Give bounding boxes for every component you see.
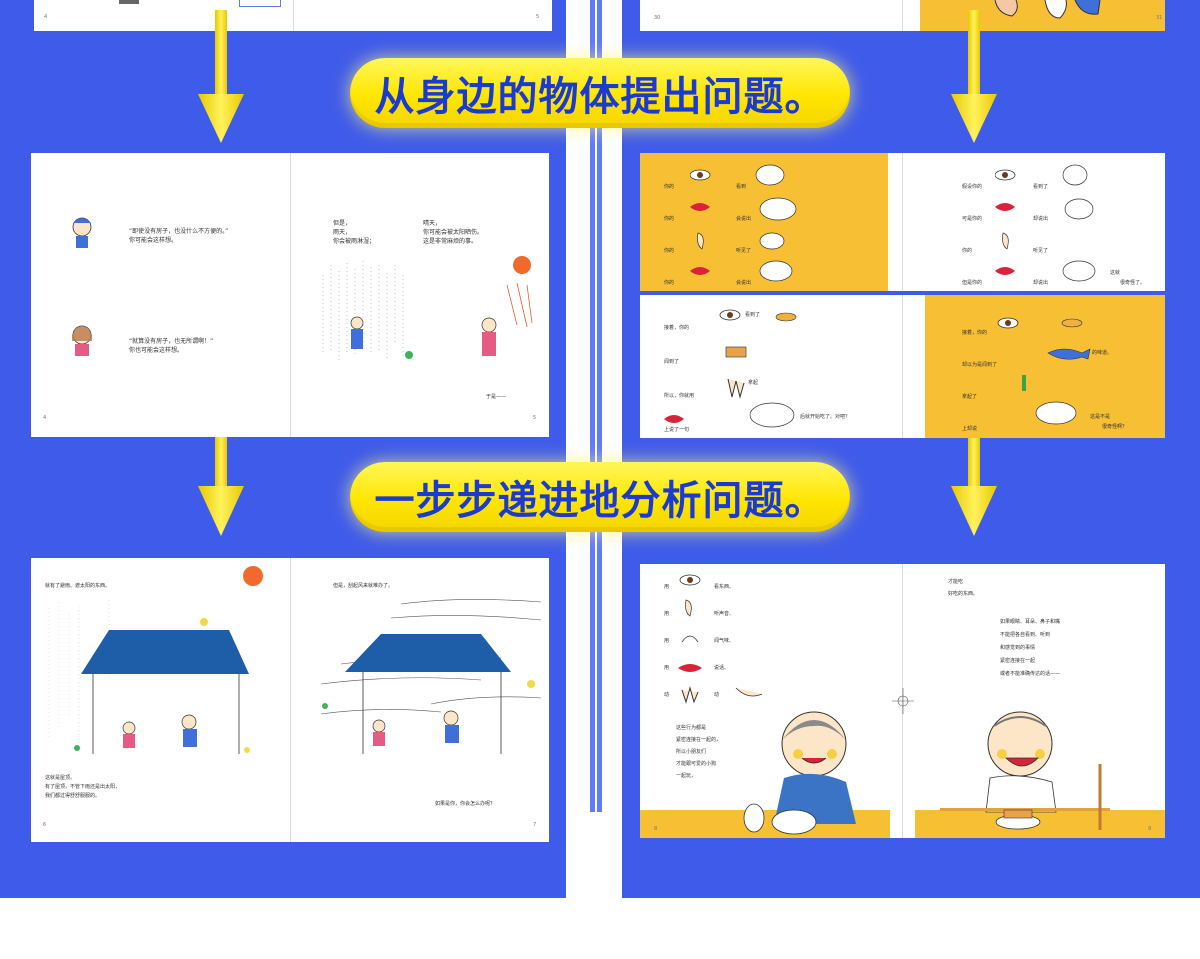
boy-illustration bbox=[72, 217, 92, 248]
girl-illustration bbox=[72, 325, 92, 356]
center-down-arrow bbox=[586, 0, 606, 845]
senses-icons-right bbox=[995, 164, 1096, 282]
book-spread-senses: 你的你的你的你的 看到会说出听见了会说出 假设你的可是你的你的但是你的 看到了却… bbox=[640, 153, 1165, 438]
page-number: 30 bbox=[654, 15, 661, 21]
roof-wind-illustration bbox=[320, 599, 542, 754]
roof-rain-illustration bbox=[48, 566, 263, 754]
down-arrow-right-1 bbox=[951, 10, 997, 143]
child-eating-illustration bbox=[940, 711, 1110, 830]
page-number: 6 bbox=[43, 822, 47, 828]
shelter-caption: 这就是屋顶。有了屋顶，不管下雨还是出太阳，我们都过得舒舒服服的。 bbox=[45, 775, 121, 799]
strange-q2: 很奇怪啊？ bbox=[1102, 424, 1128, 430]
book-spread-top-left: 4 5 bbox=[34, 0, 552, 31]
strange-q1: 这是不是 bbox=[1090, 414, 1111, 420]
book-spread-body: 用用用用动 看东西、听声音、闻气味、说话、动 这些行为都是紧密连接在一起的，所以… bbox=[640, 564, 1165, 838]
shelter-question: 如果是你，你会怎么办呢？ bbox=[435, 801, 496, 807]
body-parts-icons bbox=[678, 574, 763, 704]
senses-left-verbs: 看到会说出听见了会说出 bbox=[736, 184, 752, 286]
verb-eat: 后就开始吃了。对吧？ bbox=[800, 414, 851, 420]
book-spread-house: “即使没有房子，也没什么不方便的。”你可能会这样想。 “就算没有房子，也无所谓啊… bbox=[31, 153, 549, 437]
senses-right-verbs: 看到了却说出听见了却说出 bbox=[1033, 184, 1049, 286]
quote-2: “就算没有房子，也无所谓啊！”你也可能会这样想。 bbox=[129, 338, 214, 354]
verb-see: 看到了 bbox=[745, 312, 761, 318]
body-right-para: 如果眼睛、耳朵、鼻子和嘴不能把各自看到、听到和感觉到的事情紧密连接在一起或者不能… bbox=[1000, 619, 1061, 677]
rain-and-sun-illustration bbox=[322, 256, 533, 360]
eating-icons-right bbox=[997, 317, 1091, 425]
banner-middle: 一步步递进地分析问题。 bbox=[350, 462, 850, 532]
page-number: 5 bbox=[533, 415, 537, 421]
banner-top: 从身边的物体提出问题。 bbox=[350, 58, 850, 128]
page-number: 8 bbox=[654, 826, 658, 832]
footer-text: 于是—— bbox=[486, 394, 507, 400]
senses-bottom-left: 接着，你的闻到了所以，你就用上说了一句 bbox=[664, 325, 695, 433]
illustration-fragment bbox=[239, 0, 281, 7]
child-with-dog-illustration bbox=[743, 711, 856, 835]
page-number: 4 bbox=[43, 415, 47, 421]
feet-illustration bbox=[994, 0, 1101, 19]
senses-right-rows: 假设你的可是你的你的但是你的 bbox=[962, 184, 983, 286]
verb-pick: 拿起 bbox=[748, 380, 759, 386]
shelter-top-left: 就有了避雨、遮太阳的东西。 bbox=[45, 583, 111, 589]
book-spread-top-right: 30 31 bbox=[640, 0, 1165, 31]
senses-left-rows: 你的你的你的你的 bbox=[664, 184, 675, 286]
page-number: 5 bbox=[536, 14, 540, 20]
page-number: 31 bbox=[1156, 15, 1163, 21]
text-col-b: 晴天，你可能会被太阳晒伤。这是非常麻烦的事。 bbox=[423, 220, 484, 245]
text-col-a: 但是，雨天，你会被雨淋湿； bbox=[333, 220, 376, 245]
senses-right-end2: 很奇怪了。 bbox=[1120, 280, 1146, 286]
bottom-content-card bbox=[35, 898, 1163, 959]
body-prefixes: 用用用用动 bbox=[664, 584, 670, 698]
page-number: 7 bbox=[533, 822, 537, 828]
body-para: 这些行为都是紧密连接在一起的，所以小朋友们才能跟可爱的小狗一起玩， bbox=[676, 725, 722, 779]
illustration-fragment bbox=[119, 0, 139, 4]
shelter-top-right: 但是，刮起风来就难办了。 bbox=[333, 583, 394, 589]
page-number: 9 bbox=[1148, 826, 1152, 832]
crop-mark bbox=[892, 688, 914, 714]
smell-end: 的味道。 bbox=[1092, 350, 1113, 356]
down-arrow-left-1 bbox=[198, 10, 244, 143]
senses-icons-left bbox=[690, 164, 797, 282]
senses-bottom-right: 接着，你的却以为是闻到了拿起了上却说 bbox=[962, 330, 998, 432]
book-spread-shelter: 就有了避雨、遮太阳的东西。 但是，刮起风来就难办了。 bbox=[31, 558, 549, 842]
body-texts: 看东西、听声音、闻气味、说话、动 bbox=[714, 584, 735, 698]
body-right-top: 才能吃好吃的东西。 bbox=[948, 579, 979, 597]
senses-right-end: 这就 bbox=[1110, 270, 1121, 276]
quote-1: “即使没有房子，也没什么不方便的。”你可能会这样想。 bbox=[129, 228, 229, 244]
eating-icons-left bbox=[664, 309, 797, 428]
page-number: 4 bbox=[44, 14, 48, 20]
